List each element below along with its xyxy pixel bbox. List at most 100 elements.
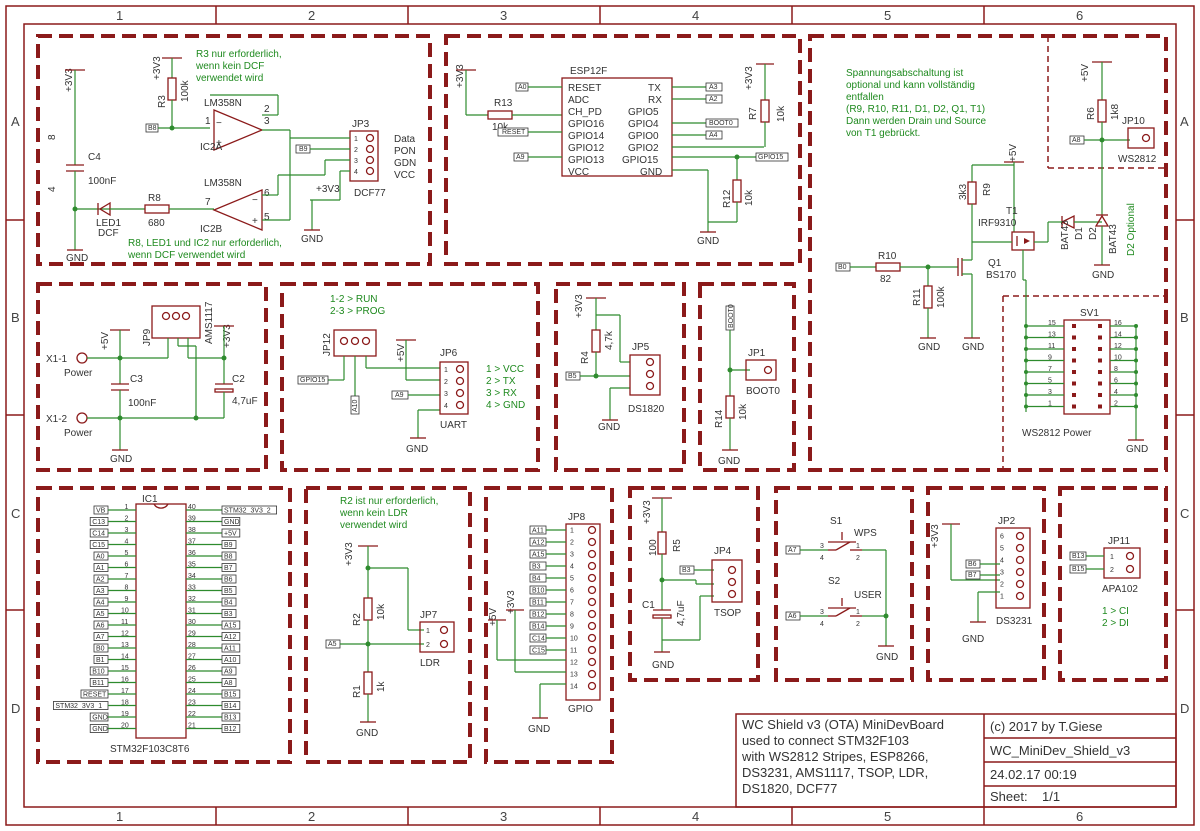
col-label: 5 [884,8,891,23]
stm32-right-signal: +5V [224,531,237,538]
stm32-pin-number: 11 [121,619,128,626]
jp2-pin [1015,579,1025,589]
sv1-junction [1134,381,1138,386]
pin-number: 1 [1110,554,1114,561]
stm32-left-signal: A7 [96,634,105,641]
col-label: 2 [308,809,315,824]
sv1-pin [1098,324,1102,328]
signal-a6: A6 [788,613,797,620]
signal-boot0: BOOT0 [709,120,733,127]
jp8-pin-number: 8 [570,612,574,619]
gnd-label: GND [1092,270,1114,281]
col-label: 3 [500,8,507,23]
esp-block: +3V3 R13 10k ESP12F RESET ADC CH_PD GPIO… [444,34,802,266]
pin-number: 1 [205,116,211,127]
stm32-pin-number: 36 [188,550,196,557]
pin-number: 4 [820,555,824,562]
r10-name: R10 [878,251,897,262]
sv1-junction [1024,324,1028,328]
sv1-junction [1024,393,1028,397]
col-label: 1 [116,8,123,23]
c4-value: 100nF [88,176,116,187]
sv1-junction [1134,324,1138,328]
power-label: Power [64,368,93,379]
r12-value: 10k [744,189,755,206]
supply-label: +5V [100,332,111,350]
stm32-pin-number: 32 [188,596,196,603]
q1-name: Q1 [988,258,1002,269]
ic1-name: IC1 [142,494,158,505]
stm32-pin-number: 40 [188,504,196,511]
esp-pin: ADC [568,95,589,106]
stm32-right-signal: A10 [224,657,237,664]
jp8-pin-number: 10 [570,636,578,643]
stm32-pin-number: 25 [188,677,196,684]
signal-b13: B13 [1072,553,1085,560]
jp8-pin-number: 11 [570,648,577,655]
uart-legend: 3 > RX [486,388,517,399]
signal-b9: B9 [299,146,308,153]
jp8-pin [587,609,597,619]
row-label: A [1180,114,1189,129]
esp-pin: GND [640,167,662,178]
pin-number: + [252,216,258,227]
r2-value: 10k [376,603,387,620]
s1-value: WPS [854,528,877,539]
stm32-pin-number: 16 [121,677,129,684]
signal-a8: A8 [1072,137,1081,144]
s2-value: USER [854,590,882,601]
gpio-signal: B3 [532,564,541,571]
stm32-right-signal: B15 [224,692,237,699]
sv1-pin-number: 13 [1048,332,1056,339]
jp7-value: LDR [420,658,440,669]
r3-note: verwendet wird [196,73,263,84]
ws-note: optional und kann vollständig [846,80,975,91]
stm32-pin-number: 6 [125,562,129,569]
r11-name: R11 [912,288,923,306]
jp2-pin [1015,531,1025,541]
ldr-block: R2 ist nur erforderlich, wenn kein LDR v… [304,486,472,764]
jp2-value: DS3231 [996,616,1033,627]
stm32-left-signal: A1 [96,565,105,572]
stm32-right-signal-box [221,643,241,653]
stm32-pin-number: 26 [188,665,196,672]
pin-number: + [216,138,222,149]
signal-a10: A10 [352,399,359,412]
jp2-pin-number: 4 [1000,558,1004,565]
d2-note: D2 Optional [1126,203,1137,256]
supply-label: +3V3 [64,68,75,92]
signal-b6: B6 [968,561,977,568]
stm32-pin-number: 5 [125,550,129,557]
jp8-pin-number: 3 [570,552,574,559]
stm32-left-signal: STM32_3V3_1 [55,703,102,710]
stm32-left-signal: A0 [96,554,105,561]
title-description: WC Shield v3 (OTA) MiniDevBoard [742,717,944,732]
frame: 1 2 3 4 5 6 1 2 3 4 5 6 A B C D A B C D [5,5,1195,826]
ic-bot-name: LM358N [204,178,242,189]
jp3-pin-label: Data [394,134,416,145]
pin-number: 3 [820,543,824,550]
ws-note: von T1 gebrückt. [846,128,920,139]
stm32-right-signal: A9 [224,669,233,676]
stm32-left-signal: B1 [96,657,105,664]
esp-pin: GPIO0 [628,131,659,142]
stm32-right-signal-box [221,712,241,722]
jp8-pin [587,669,597,679]
esp-pin: VCC [568,167,589,178]
x1-2-terminal [76,412,88,424]
jp3-pin-label: GDN [394,158,416,169]
jp8-pin [587,621,597,631]
r7-value: 10k [776,105,787,122]
esp-pin: RX [648,95,662,106]
pin-number: 4 [820,621,824,628]
stm32-right-signal: B3 [224,611,233,618]
stm32-right-signal: A11 [224,646,236,653]
ws-note: entfallen [846,92,884,103]
gnd-label: GND [301,234,323,245]
sv1-junction [1024,370,1028,374]
col-label: 5 [884,809,891,824]
title-description: DS1820, DCF77 [742,781,837,796]
esp-pin: GPIO5 [628,107,659,118]
row-label: B [11,310,20,325]
